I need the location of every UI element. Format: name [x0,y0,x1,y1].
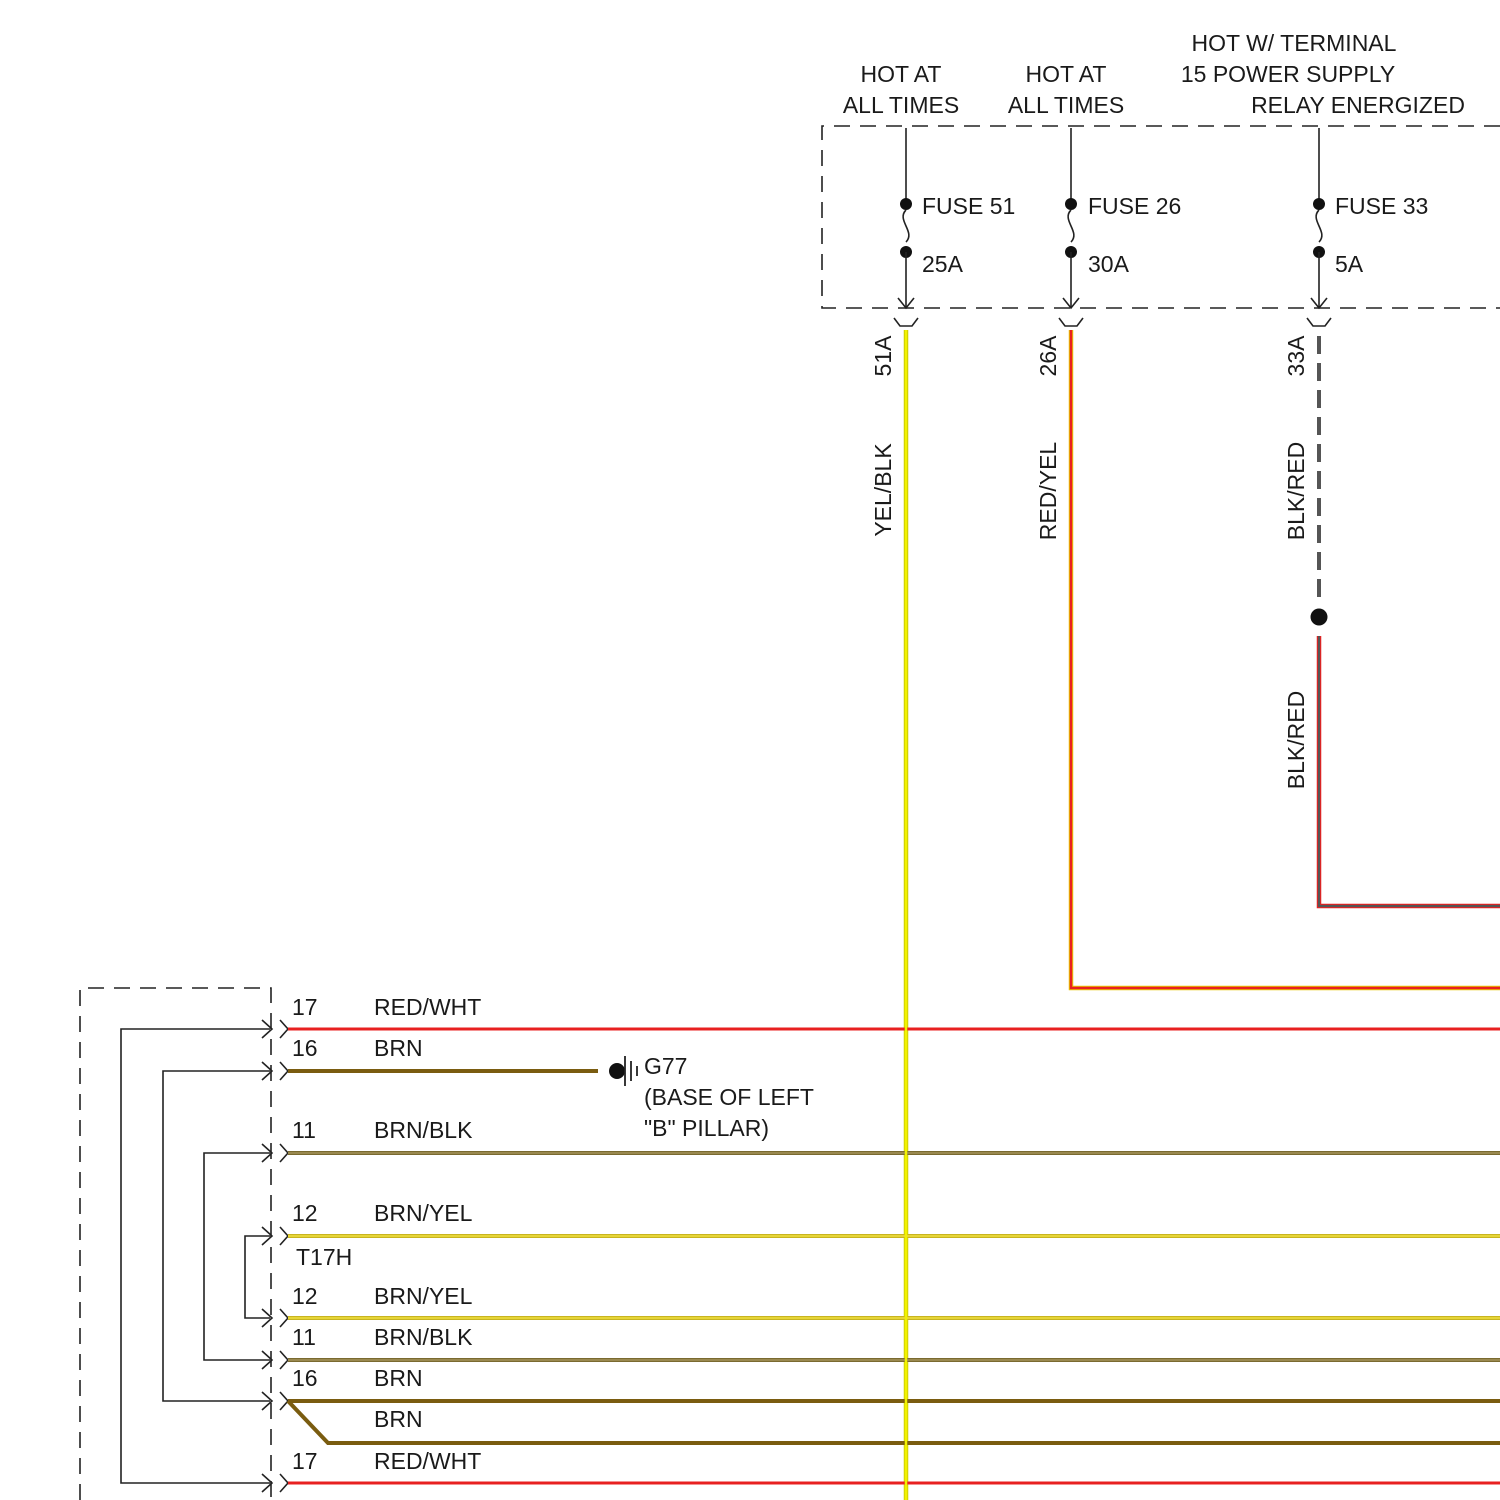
fuse-51-name: FUSE 51 [922,193,1015,219]
connector-label: T17H [296,1244,352,1270]
ground-location-line2: "B" PILLAR) [644,1115,769,1141]
supply-label-1-line1: HOT AT [861,61,942,87]
ground-id: G77 [644,1053,687,1079]
pin-16-top-color: BRN [374,1035,423,1061]
wire-red-yel-core [1071,330,1500,988]
terminal-51a: 51A [870,335,896,377]
supply-label-2-line1: HOT AT [1026,61,1107,87]
ground-symbol [609,1056,637,1086]
pin-11-bottom-color: BRN/BLK [374,1324,473,1350]
fuse-26-rating: 30A [1088,251,1130,277]
pin-12-top: 12 [292,1200,318,1226]
fuse-51-rating: 25A [922,251,964,277]
wire-label-blk-red-lower: BLK/RED [1283,691,1309,789]
wire-brn-branch [288,1401,1500,1443]
ground-location-line1: (BASE OF LEFT [644,1084,814,1110]
wire-blk-red [1319,636,1500,906]
loop-12 [245,1236,270,1318]
wire-label-blk-red-upper: BLK/RED [1283,442,1309,540]
fuse-51: FUSE 51 25A [894,128,1015,326]
supply-label-2-line2: ALL TIMES [1008,92,1124,118]
fuse-33: FUSE 33 5A [1307,128,1428,326]
connector-pins [262,1020,288,1492]
fuse-33-rating: 5A [1335,251,1364,277]
splice-dot [1311,609,1328,626]
pin-11-top-color: BRN/BLK [374,1117,473,1143]
pin-17-bottom-color: RED/WHT [374,1448,481,1474]
pin-16-top: 16 [292,1035,318,1061]
pin-11-top: 11 [292,1117,316,1143]
pin-16-bottom-color: BRN [374,1365,423,1391]
fuse-26-name: FUSE 26 [1088,193,1181,219]
pin-12-bottom-color: BRN/YEL [374,1283,473,1309]
pin-12-bottom: 12 [292,1283,318,1309]
pin-17-top-color: RED/WHT [374,994,481,1020]
supply-label-3-line1: HOT W/ TERMINAL [1192,30,1397,56]
branch-color: BRN [374,1406,423,1432]
pin-17-bottom: 17 [292,1448,318,1474]
pin-11-bottom: 11 [292,1324,316,1350]
pin-16-bottom: 16 [292,1365,318,1391]
terminal-33a: 33A [1283,335,1309,377]
supply-label-1-line2: ALL TIMES [843,92,959,118]
connector-module-outline [80,988,271,1500]
wire-label-red-yel: RED/YEL [1035,442,1061,541]
loop-11 [204,1153,270,1360]
pin-12-top-color: BRN/YEL [374,1200,473,1226]
wire-label-yel-blk: YEL/BLK [870,443,896,537]
terminal-26a: 26A [1035,335,1061,377]
fuse-26: FUSE 26 30A [1059,128,1181,326]
supply-label-3-line2: 15 POWER SUPPLY [1181,61,1395,87]
pin-17-top: 17 [292,994,318,1020]
fuse-33-name: FUSE 33 [1335,193,1428,219]
wire-red-yel [1071,330,1500,988]
wire-blk-red-core [1319,636,1500,906]
loop-17 [121,1029,270,1483]
supply-label-3-line3: RELAY ENERGIZED [1251,92,1465,118]
